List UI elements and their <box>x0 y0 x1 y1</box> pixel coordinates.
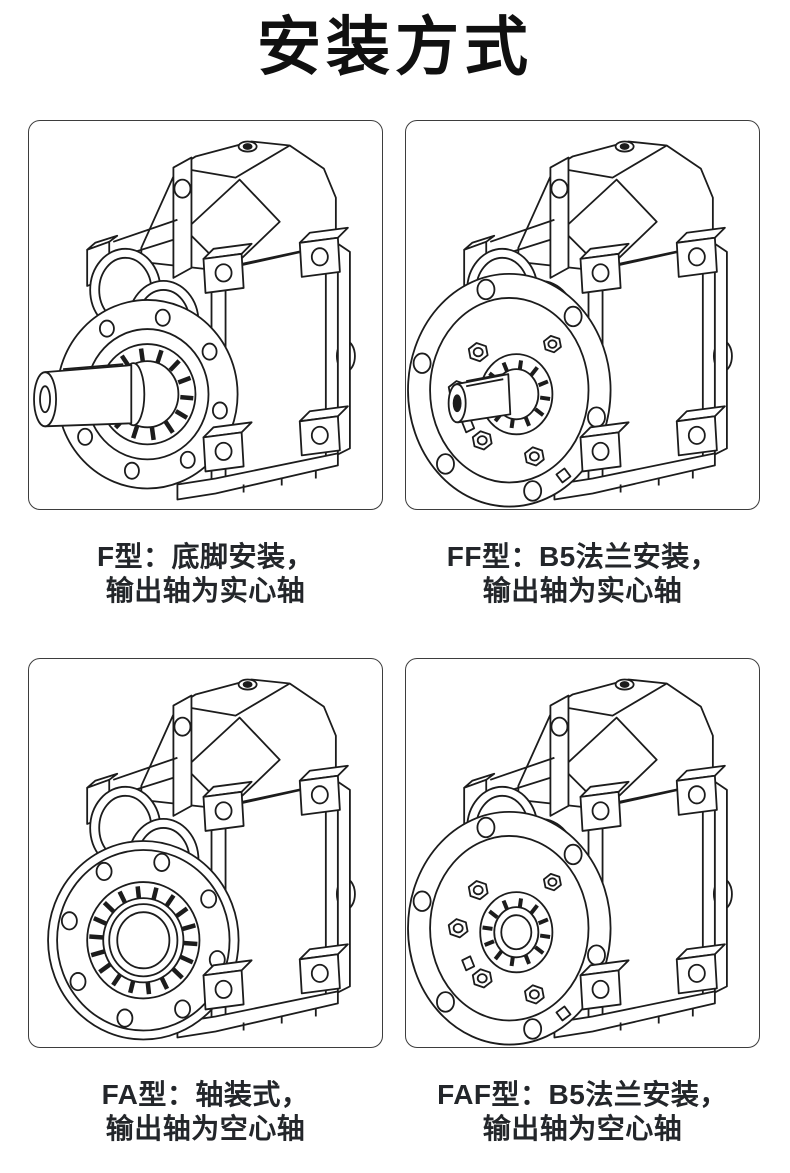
caption-line-1: F型：底脚安装， <box>96 541 315 572</box>
mounting-panel-faf: FAF型：B5法兰安装， 输出轴为空心轴 <box>405 658 760 1146</box>
panel-caption-ff: FF型：B5法兰安装， 输出轴为实心轴 <box>405 540 760 608</box>
gearbox-illustration-f-icon <box>28 120 383 510</box>
mounting-panel-f: F型：底脚安装， 输出轴为实心轴 <box>28 120 383 608</box>
gearbox-illustration-fa-icon <box>28 658 383 1048</box>
caption-line-2: 输出轴为实心轴 <box>105 575 306 606</box>
page-title: 安装方式 <box>257 11 533 83</box>
mounting-panel-fa: FA型：轴装式， 输出轴为空心轴 <box>28 658 383 1146</box>
panel-caption-faf: FAF型：B5法兰安装， 输出轴为空心轴 <box>405 1078 760 1146</box>
caption-line-2: 输出轴为空心轴 <box>105 1113 306 1144</box>
mounting-panel-ff: FF型：B5法兰安装， 输出轴为实心轴 <box>405 120 760 608</box>
caption-line-1: FF型：B5法兰安装， <box>446 541 719 572</box>
caption-line-1: FA型：轴装式， <box>101 1079 310 1110</box>
gearbox-illustration-faf-icon <box>405 658 760 1048</box>
caption-line-2: 输出轴为实心轴 <box>482 575 683 606</box>
mounting-grid: F型：底脚安装， 输出轴为实心轴 FF型：B5法兰安装， 输出轴为实心轴 FA型… <box>28 120 762 1146</box>
mounting-methods-page: 安装方式 F型：底脚安装， 输出轴为实心轴 FF型：B5法兰安装， 输出轴为实心… <box>0 4 790 1146</box>
caption-line-2: 输出轴为空心轴 <box>482 1113 683 1144</box>
panel-caption-f: F型：底脚安装， 输出轴为实心轴 <box>28 540 383 608</box>
gearbox-illustration-ff-icon <box>405 120 760 510</box>
panel-caption-fa: FA型：轴装式， 输出轴为空心轴 <box>28 1078 383 1146</box>
caption-line-1: FAF型：B5法兰安装， <box>437 1079 728 1110</box>
